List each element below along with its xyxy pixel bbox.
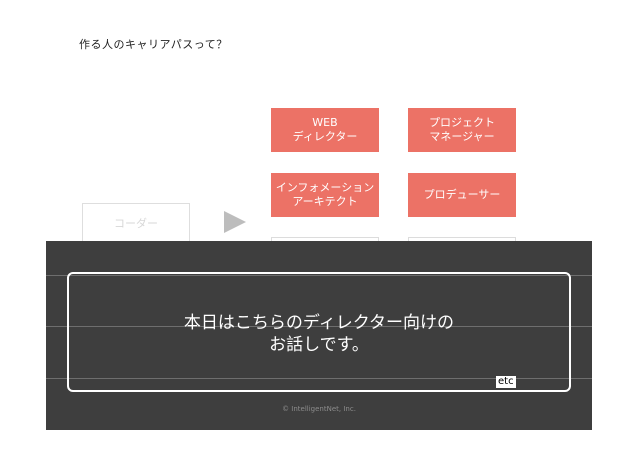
etc-label: etc (496, 376, 516, 388)
role-web-director: WEB ディレクター (271, 108, 379, 152)
role-project-manager: プロジェクト マネージャー (408, 108, 516, 152)
copyright: © IntelligentNet, Inc. (282, 405, 356, 413)
role-producer: プロデューサー (408, 173, 516, 217)
message-overlay: 本日はこちらのディレクター向けの お話しです。 © IntelligentNet… (46, 241, 592, 430)
divider-line (46, 378, 592, 379)
slide-title: 作る人のキャリアパスって？ (79, 38, 228, 51)
message-text: 本日はこちらのディレクター向けの お話しです。 (183, 313, 455, 355)
message-frame: 本日はこちらのディレクター向けの お話しです。 (67, 272, 571, 392)
divider-line (46, 326, 592, 327)
divider-line (46, 275, 592, 276)
coder-box: コーダー (82, 203, 190, 243)
role-information-architect: インフォメーション アーキテクト (271, 173, 379, 217)
arrow-right-icon (224, 211, 246, 233)
